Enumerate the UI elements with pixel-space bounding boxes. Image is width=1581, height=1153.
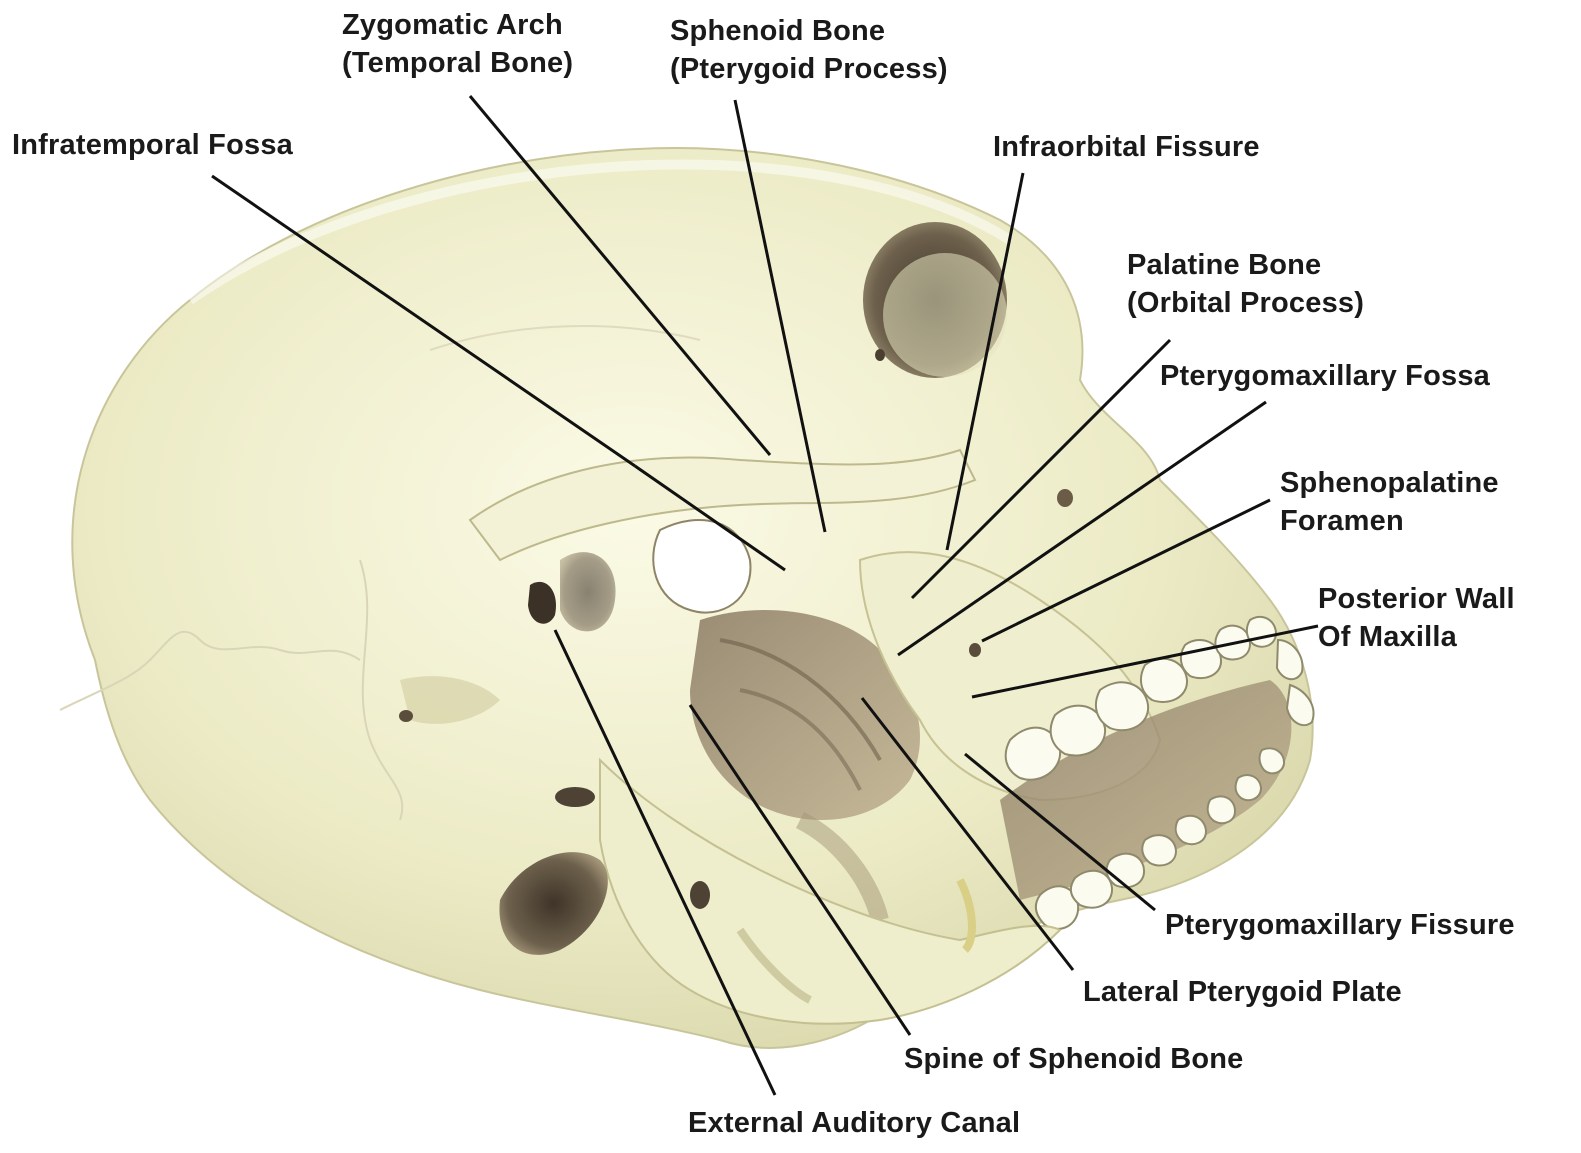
label-palatine-bone-line2: (Orbital Process) — [1127, 284, 1364, 322]
label-pterygomaxillary-fissure-text: Pterygomaxillary Fissure — [1165, 906, 1515, 944]
label-palatine-bone-line1: Palatine Bone — [1127, 246, 1364, 284]
label-pterygomaxillary-fossa-text: Pterygomaxillary Fossa — [1160, 357, 1490, 395]
label-zygomatic-arch-line1: Zygomatic Arch — [342, 6, 573, 44]
label-external-auditory-canal-text: External Auditory Canal — [688, 1104, 1020, 1142]
label-posterior-wall-maxilla-line1: Posterior Wall — [1318, 580, 1515, 618]
orbit-rim — [883, 253, 1007, 377]
label-sphenopalatine-foramen-line1: Sphenopalatine — [1280, 464, 1499, 502]
label-infratemporal-fossa: Infratemporal Fossa — [12, 126, 293, 164]
label-spine-sphenoid-text: Spine of Sphenoid Bone — [904, 1040, 1244, 1078]
label-posterior-wall-maxilla: Posterior Wall Of Maxilla — [1318, 580, 1515, 656]
label-infraorbital-fissure-text: Infraorbital Fissure — [993, 128, 1260, 166]
label-sphenoid-bone: Sphenoid Bone (Pterygoid Process) — [670, 12, 948, 88]
label-sphenopalatine-foramen: Sphenopalatine Foramen — [1280, 464, 1499, 540]
label-infratemporal-fossa-text: Infratemporal Fossa — [12, 126, 293, 164]
label-zygomatic-arch-line2: (Temporal Bone) — [342, 44, 573, 82]
label-zygomatic-arch: Zygomatic Arch (Temporal Bone) — [342, 6, 573, 82]
label-infraorbital-fissure: Infraorbital Fissure — [993, 128, 1260, 166]
label-pterygomaxillary-fissure: Pterygomaxillary Fissure — [1165, 906, 1515, 944]
label-pterygomaxillary-fossa: Pterygomaxillary Fossa — [1160, 357, 1490, 395]
label-external-auditory-canal: External Auditory Canal — [688, 1104, 1020, 1142]
label-posterior-wall-maxilla-line2: Of Maxilla — [1318, 618, 1515, 656]
label-spine-sphenoid: Spine of Sphenoid Bone — [904, 1040, 1244, 1078]
label-lateral-pterygoid-plate: Lateral Pterygoid Plate — [1083, 973, 1402, 1011]
label-palatine-bone: Palatine Bone (Orbital Process) — [1127, 246, 1364, 322]
label-sphenopalatine-foramen-line2: Foramen — [1280, 502, 1499, 540]
label-sphenoid-bone-line2: (Pterygoid Process) — [670, 50, 948, 88]
label-sphenoid-bone-line1: Sphenoid Bone — [670, 12, 948, 50]
label-lateral-pterygoid-plate-text: Lateral Pterygoid Plate — [1083, 973, 1402, 1011]
